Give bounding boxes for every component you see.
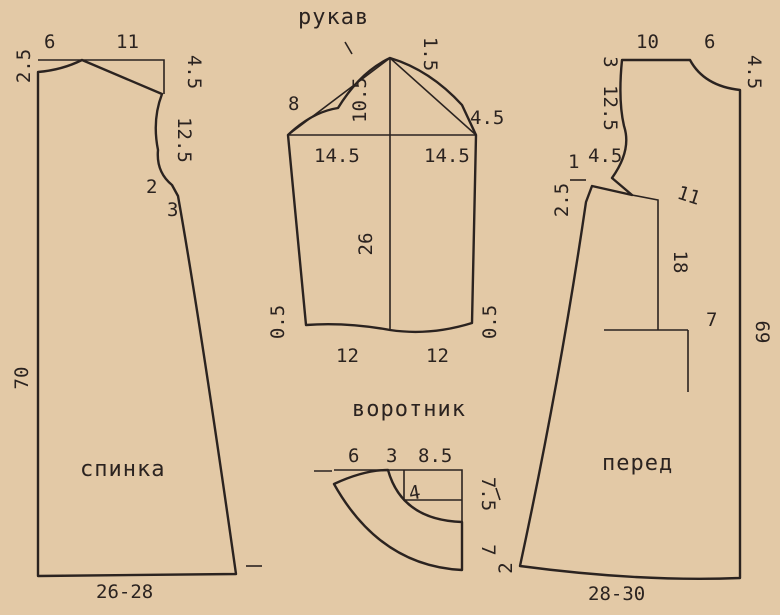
- front-shoulder-drop: 3: [599, 56, 621, 67]
- sleeve-cap-guide: [287, 56, 477, 136]
- sleeve-cap-top: 1.5: [419, 37, 441, 71]
- collar-title: воротник: [352, 397, 466, 422]
- collar-inner: 4: [407, 481, 422, 505]
- sleeve-hem-right-drop: 0.5: [479, 305, 501, 339]
- back-armhole-depth: 12.5: [173, 117, 195, 163]
- front-piece: 10 6 3 4.5 12.5 4.5 2.5 1 11 18 7 69 пер…: [495, 31, 773, 605]
- collar-side-tick: [495, 487, 501, 501]
- back-shoulder-width: 11: [116, 31, 139, 53]
- collar-w1: 6: [348, 445, 359, 467]
- back-hem-width: 26-28: [96, 581, 153, 603]
- sleeve-title: рукав: [298, 5, 369, 30]
- front-placket-length: 18: [669, 251, 691, 274]
- front-dart-width: 11: [674, 182, 703, 210]
- sleeve-hem-left-drop: 0.5: [267, 305, 289, 339]
- sleeve-top-tick: [344, 41, 353, 55]
- collar-w3: 8.5: [418, 445, 452, 467]
- collar-w2: 3: [386, 445, 397, 467]
- back-neck-drop: 2.5: [13, 49, 35, 83]
- collar-guide: [334, 469, 463, 570]
- front-hem-width: 28-30: [588, 583, 645, 605]
- front-armhole-depth: 12.5: [599, 85, 621, 131]
- sleeve-cap-left: 8: [288, 93, 299, 115]
- front-armhole-offset: 4.5: [588, 145, 622, 167]
- front-outline: [518, 58, 742, 580]
- sleeve-length: 26: [355, 233, 377, 256]
- sleeve-hem-right: 12: [426, 345, 449, 367]
- front-hem-rise: 2: [495, 562, 517, 573]
- back-side-step: 3: [167, 199, 178, 221]
- sleeve-piece: рукав 1.5 8 4.5 10.5 14.5 14.5 26 0.5 0.…: [267, 5, 504, 367]
- back-outline: [36, 58, 238, 578]
- front-length: 69: [751, 321, 773, 344]
- back-neck-guide: [38, 59, 165, 94]
- sleeve-outline: [286, 56, 478, 334]
- front-placket-width: 7: [706, 309, 717, 331]
- collar-h1: 7.5: [477, 477, 499, 511]
- front-shoulder-width: 10: [636, 31, 659, 53]
- back-shoulder-drop: 4.5: [183, 55, 205, 89]
- front-neck-drop: 4.5: [743, 55, 765, 89]
- sleeve-half-width-right: 14.5: [424, 145, 470, 167]
- front-dart-depth: 2.5: [551, 183, 573, 217]
- back-length: 70: [11, 367, 33, 390]
- front-dart-mark-label: 1: [568, 151, 579, 173]
- back-neck-width: 6: [44, 31, 55, 53]
- sleeve-cap-right: 4.5: [470, 107, 504, 129]
- front-neck-width: 6: [704, 31, 715, 53]
- collar-h2: 7: [477, 544, 499, 555]
- back-piece: 6 11 2.5 4.5 12.5 2 3 70 спинка 26-28: [11, 31, 262, 603]
- front-title: перед: [602, 451, 673, 476]
- sleeve-half-width-left: 14.5: [314, 145, 360, 167]
- collar-piece: воротник 6 3 8.5 4 7.5 7: [314, 397, 501, 572]
- collar-outline: [332, 468, 464, 572]
- sleeve-hem-left: 12: [336, 345, 359, 367]
- back-title: спинка: [80, 457, 165, 482]
- back-armhole-offset: 2: [146, 176, 157, 198]
- front-placket: [604, 194, 689, 392]
- sleeve-cap-height: 10.5: [349, 77, 371, 123]
